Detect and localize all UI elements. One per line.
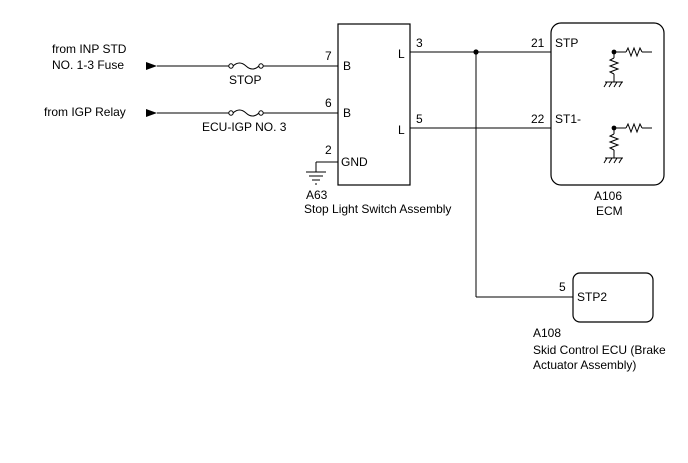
fuse-stop-label: STOP: [229, 73, 261, 87]
ecm-pin-22-number: 22: [531, 112, 545, 126]
ground-icon: [306, 161, 338, 185]
pin-7-number: 7: [325, 49, 332, 63]
switch-name: Stop Light Switch Assembly: [304, 202, 451, 216]
arrow-icon: [146, 62, 157, 70]
ecm-pin-21-terminal: STP: [555, 36, 578, 50]
pin-2-number: 2: [325, 143, 332, 157]
skid-control-ecu-box: [572, 272, 654, 323]
ecm-stp-internal-circuit: [603, 46, 652, 88]
pin-2-terminal: GND: [341, 155, 368, 169]
stop-light-switch-box: [337, 23, 411, 186]
ecm-name: ECM: [596, 204, 623, 218]
ecm-pin-22-terminal: ST1-: [555, 112, 581, 126]
ecm-code: A106: [594, 189, 622, 203]
skid-name-line2: Actuator Assembly): [533, 358, 636, 372]
ecm-pin-21-number: 21: [531, 36, 545, 50]
fuse-ecu-igp-label: ECU-IGP NO. 3: [202, 120, 287, 134]
arrow-icon: [146, 109, 157, 117]
wire-ecu-igp-circuit: [157, 109, 338, 117]
source-inp-std-line1: from INP STD: [52, 42, 127, 56]
pin-5-terminal: L: [398, 123, 405, 137]
ecm-box: [550, 22, 665, 186]
pin-3-terminal: L: [398, 47, 405, 61]
source-inp-std-line2: NO. 1-3 Fuse: [52, 58, 124, 72]
pin-3-number: 3: [416, 36, 423, 50]
skid-pin-5-terminal: STP2: [577, 290, 607, 304]
skid-code: A108: [533, 326, 561, 340]
ecm-st1-internal-circuit: [603, 122, 652, 164]
wire-stop-circuit: [157, 62, 338, 70]
pin-6-number: 6: [325, 96, 332, 110]
junction-dot: [473, 49, 479, 55]
pin-7-terminal: B: [343, 59, 351, 73]
skid-pin-5-number: 5: [559, 280, 566, 294]
pin-5-number: 5: [416, 112, 423, 126]
skid-name-line1: Skid Control ECU (Brake: [533, 343, 666, 357]
source-igp-relay: from IGP Relay: [44, 105, 126, 119]
switch-code: A63: [306, 188, 328, 202]
pin-6-terminal: B: [343, 106, 351, 120]
